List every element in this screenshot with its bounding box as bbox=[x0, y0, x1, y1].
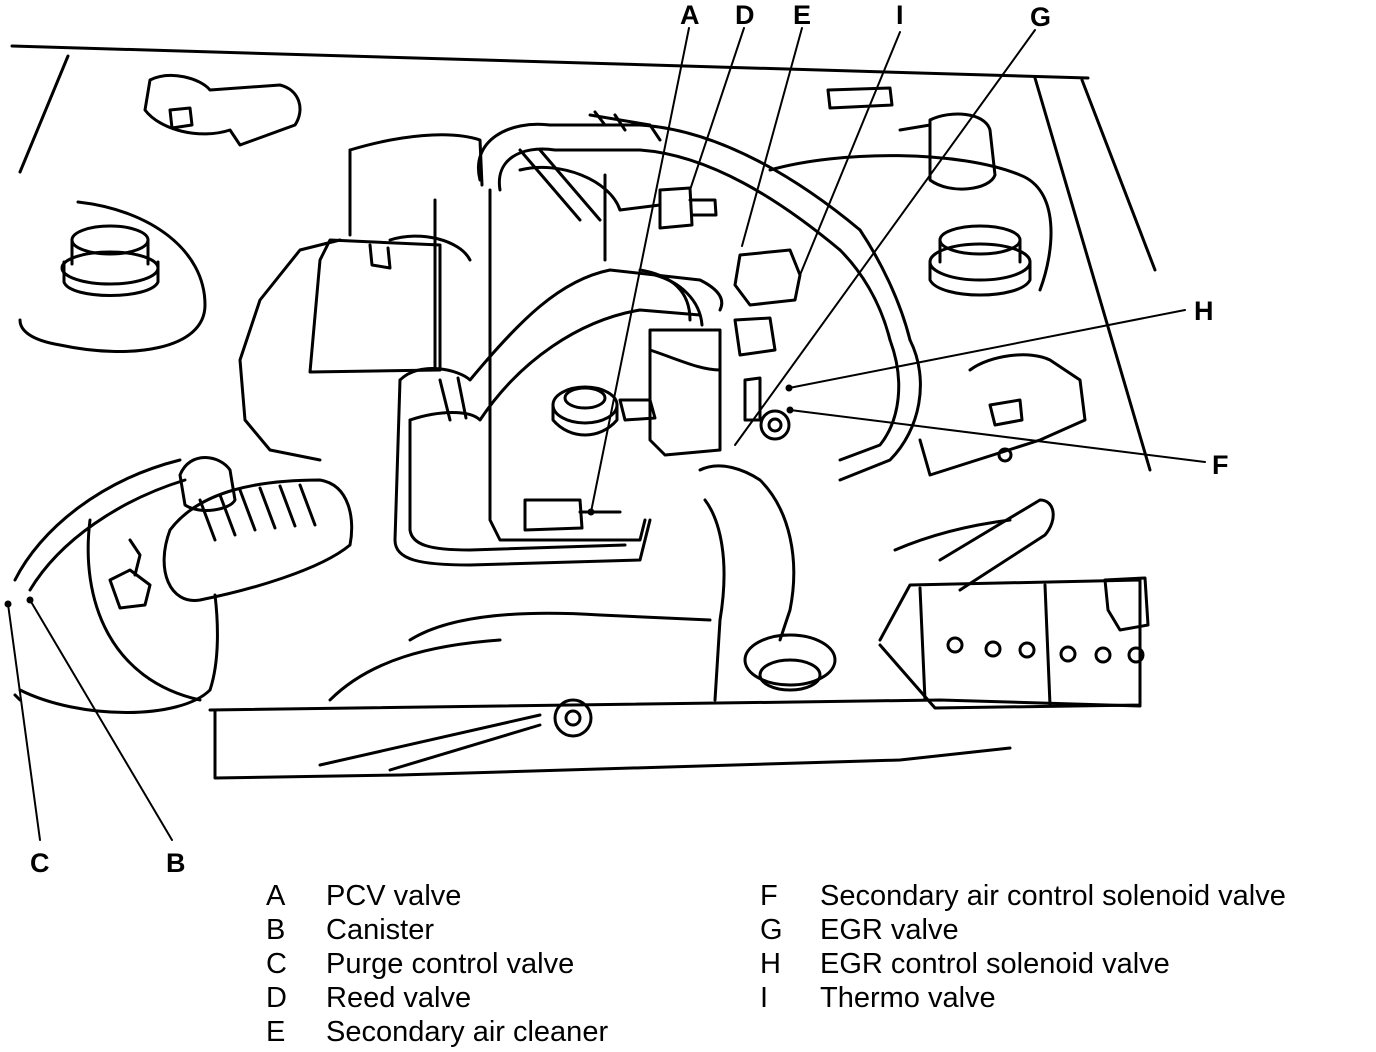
callout-f: F bbox=[1212, 450, 1229, 480]
leader-dot-c bbox=[4, 600, 12, 608]
air-cleaner-box bbox=[238, 133, 484, 462]
left-strut-tower bbox=[18, 200, 207, 354]
leader-dot-b bbox=[26, 596, 34, 604]
engine-block bbox=[433, 165, 657, 542]
battery bbox=[878, 498, 1150, 710]
callout-d: D bbox=[735, 0, 755, 30]
leader-line-c bbox=[7, 603, 41, 841]
callout-i: I bbox=[896, 0, 904, 30]
solenoid-assembly bbox=[733, 248, 802, 441]
lower-hoses bbox=[393, 378, 837, 702]
leader-line-d bbox=[689, 27, 745, 191]
leader-line-b bbox=[29, 599, 173, 841]
callout-h: H bbox=[1194, 296, 1214, 326]
leader-line-e bbox=[741, 27, 803, 247]
egr-valve bbox=[826, 86, 997, 191]
leader-dot-h bbox=[785, 384, 793, 392]
callout-a: A bbox=[680, 0, 700, 30]
hood-outline bbox=[10, 44, 1157, 780]
callout-c: C bbox=[30, 848, 50, 878]
callout-g: G bbox=[1030, 2, 1052, 32]
leader-line-i bbox=[799, 31, 901, 276]
upper-hose bbox=[477, 110, 922, 482]
secondary-air-cleaner bbox=[648, 328, 722, 457]
leader-line-h bbox=[788, 309, 1186, 389]
canister-hose bbox=[13, 456, 354, 714]
front-area bbox=[318, 611, 712, 772]
leader-dot-f bbox=[786, 406, 794, 414]
leader-line-f bbox=[789, 409, 1206, 463]
reed-valve bbox=[618, 186, 718, 230]
relay-component bbox=[143, 73, 302, 147]
leader-line-g bbox=[734, 29, 1036, 446]
leader-line-a bbox=[590, 27, 690, 513]
callout-e: E bbox=[793, 0, 812, 30]
intake-hose bbox=[398, 268, 724, 422]
right-strut-tower bbox=[768, 154, 1053, 297]
callout-b: B bbox=[166, 848, 186, 878]
leader-dot-a bbox=[587, 508, 595, 516]
leader-lines bbox=[4, 27, 1206, 841]
right-bracket bbox=[918, 353, 1087, 477]
